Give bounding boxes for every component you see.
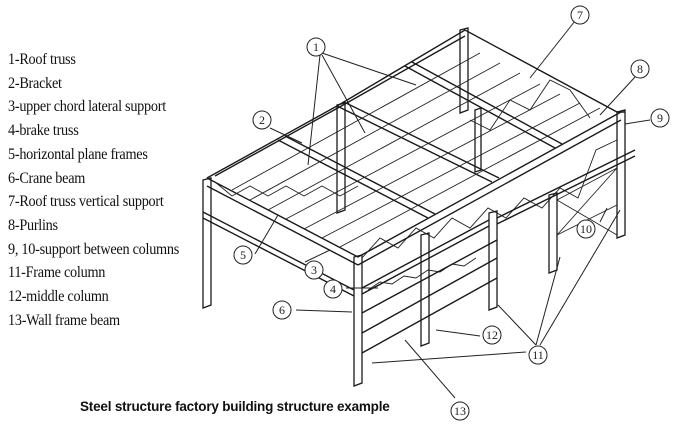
callout-markers: 1 2 3 4 5 6 7 8 9 10 11 12 13 — [233, 5, 670, 421]
diagram-caption: Steel structure factory building structu… — [80, 399, 390, 414]
building-frame — [202, 27, 636, 387]
frame-column — [336, 102, 346, 214]
legend-item: 8-Purlins — [8, 216, 58, 234]
legend-item: 6-Crane beam — [8, 169, 86, 187]
callout-1: 1 — [306, 37, 326, 57]
middle-column — [420, 232, 430, 347]
legend-item: 7-Roof truss vertical support — [8, 193, 164, 211]
svg-text:11: 11 — [532, 348, 544, 362]
svg-text:12: 12 — [486, 328, 498, 342]
frame-column — [353, 254, 363, 387]
callout-11: 11 — [528, 345, 548, 365]
callout-2: 2 — [252, 110, 272, 130]
svg-text:7: 7 — [577, 8, 583, 22]
svg-text:10: 10 — [580, 222, 592, 236]
svg-text:6: 6 — [279, 303, 285, 317]
legend-item: 5-horizontal plane frames — [8, 145, 148, 163]
svg-text:4: 4 — [330, 282, 336, 296]
callout-7: 7 — [570, 5, 590, 25]
svg-text:8: 8 — [637, 62, 643, 76]
legend-item: 11-Frame column — [8, 264, 106, 282]
frame-column — [202, 177, 212, 309]
svg-text:2: 2 — [259, 113, 265, 127]
legend-item: 12-middle column — [8, 288, 109, 306]
frame-column — [548, 192, 558, 274]
svg-text:5: 5 — [240, 248, 246, 262]
callout-6: 6 — [272, 300, 292, 320]
frame-column — [616, 109, 626, 239]
svg-text:3: 3 — [311, 263, 317, 277]
callout-12: 12 — [482, 325, 502, 345]
callout-9: 9 — [650, 108, 670, 128]
legend-item: 4-brake truss — [8, 122, 79, 140]
callout-10: 10 — [576, 219, 596, 239]
callout-leaders — [254, 20, 651, 399]
callout-4: 4 — [323, 279, 343, 299]
legend-item: 3-upper chord lateral support — [8, 98, 166, 116]
component-legend: 1-Roof truss 2-Bracket 3-upper chord lat… — [8, 48, 194, 332]
callout-3: 3 — [304, 260, 324, 280]
callout-8: 8 — [630, 59, 650, 79]
legend-item: 9, 10-support between columns — [8, 240, 180, 258]
legend-item: 2-Bracket — [8, 74, 62, 92]
svg-text:13: 13 — [454, 404, 466, 418]
svg-text:1: 1 — [313, 40, 319, 54]
svg-text:9: 9 — [657, 111, 663, 125]
callout-5: 5 — [233, 245, 253, 265]
legend-item: 13-Wall frame beam — [8, 311, 120, 329]
callout-13: 13 — [450, 401, 470, 421]
legend-item: 1-Roof truss — [8, 51, 76, 68]
